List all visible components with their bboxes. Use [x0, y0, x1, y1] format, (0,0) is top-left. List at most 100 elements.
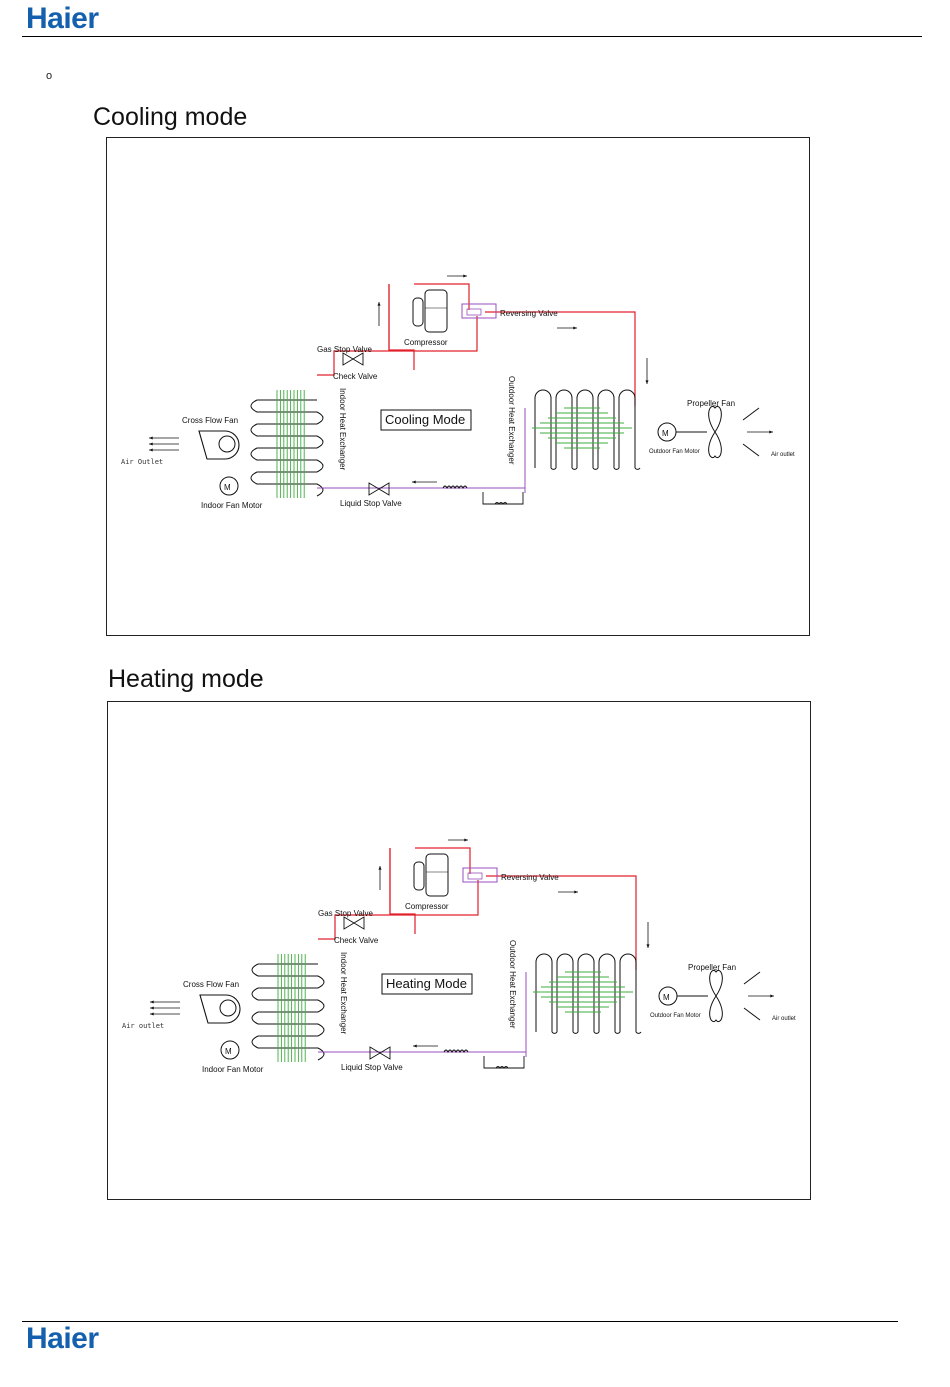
- outdoor-coil-loop: [597, 389, 615, 468]
- mode-box: [381, 973, 473, 995]
- bypass-coil: [494, 502, 508, 505]
- reversing-valve-label: Reversing Valve: [500, 309, 558, 318]
- bullet-mark: o: [46, 70, 53, 82]
- outdoor-coil-joint: [572, 1031, 579, 1034]
- outdoor-coil-joint: [613, 467, 620, 470]
- indoor-hx-label: Indoor Heat Exchanger: [339, 952, 348, 1035]
- outdoor-coil-loop: [555, 389, 573, 468]
- top-pipe: [415, 847, 471, 874]
- outdoor-hx-label: Outdoor Heat Exchanger: [507, 376, 516, 465]
- discharge-pipe: [388, 284, 415, 370]
- outdoor-coil-loop: [556, 953, 574, 1032]
- cooling-heading: Cooling mode: [93, 103, 248, 131]
- air-outlet-left-label: Air Outlet: [121, 458, 163, 466]
- cross-flow-fan-rotor: [218, 435, 236, 453]
- air-outlet-right-label: Air outlet: [771, 452, 795, 458]
- compressor-body: [424, 289, 448, 333]
- air-outlet-left-label: Air outlet: [122, 1022, 164, 1030]
- indoor-fan-motor-label: Indoor Fan Motor: [202, 1065, 264, 1074]
- outdoor-coil-joint: [634, 467, 641, 470]
- gas-pipe: [318, 880, 479, 940]
- liquid-pipe: [318, 1051, 527, 1057]
- outdoor-coil-joint: [593, 1031, 600, 1034]
- outdoor-coil-joint: [551, 1031, 558, 1034]
- liquid-pipe: [317, 487, 526, 493]
- bypass-coil: [495, 1066, 509, 1069]
- liquid-valve-left: [368, 482, 380, 496]
- header-logo: Haier: [26, 2, 99, 35]
- outdoor-fan-motor-glyph: M: [663, 993, 670, 1002]
- check-valve-label: Check Valve: [333, 372, 378, 381]
- air-arrow-1-head: [150, 1000, 154, 1004]
- mode-label: Cooling Mode: [385, 412, 465, 427]
- compressor-body: [425, 853, 449, 897]
- gas-valve-right: [353, 916, 365, 930]
- air-flow-curve-top: [742, 407, 760, 421]
- air-flow-curve-bottom: [742, 443, 760, 457]
- compressor-label: Compressor: [405, 902, 449, 911]
- bypass-loop: [482, 492, 524, 505]
- air-outlet-right-label: Air outlet: [772, 1016, 796, 1022]
- liquid-valve-right: [378, 482, 390, 496]
- capillary-coil: [442, 485, 468, 490]
- flow-arrow-left-head: [377, 302, 381, 306]
- accumulator: [413, 861, 425, 891]
- air-arrow-1-head: [149, 436, 153, 440]
- cross-flow-fan-housing: [199, 994, 241, 1024]
- cross-flow-fan-rotor: [219, 999, 237, 1017]
- header-rule: [22, 36, 922, 37]
- air-arrow-right-head: [769, 430, 773, 434]
- indoor-fan-motor-glyph: M: [224, 483, 231, 492]
- outdoor-fan-motor-label: Outdoor Fan Motor: [649, 449, 700, 455]
- outdoor-coil-joint: [614, 1031, 621, 1034]
- capillary-coil: [443, 1049, 469, 1054]
- reversing-valve-box: [462, 867, 498, 883]
- air-arrow-3-head: [149, 448, 153, 452]
- liquid-stop-valve-label: Liquid Stop Valve: [341, 1063, 403, 1072]
- outdoor-coil-loop: [534, 389, 552, 468]
- reversing-valve-core: [466, 308, 482, 316]
- outdoor-coil-loop: [598, 953, 616, 1032]
- gas-stop-valve-label: Gas Stop Valve: [317, 345, 373, 354]
- discharge-pipe: [389, 848, 416, 934]
- top-pipe: [414, 283, 470, 310]
- air-flow-curve-bottom: [743, 1007, 761, 1021]
- footer-rule: [22, 1321, 898, 1322]
- gas-valve-right: [352, 352, 364, 366]
- flow-arrow-liquid-head: [413, 1044, 417, 1048]
- flow-arrow-top-head: [463, 274, 467, 278]
- outdoor-coil-joint: [592, 467, 599, 470]
- propeller-blade-bottom: [709, 995, 723, 1022]
- liquid-valve-left: [369, 1046, 381, 1060]
- outdoor-hx-label: Outdoor Heat Exchanger: [508, 940, 517, 1029]
- indoor-fan-motor: [220, 1040, 240, 1060]
- indoor-fan-motor: [219, 476, 239, 496]
- propeller-blade-top: [708, 406, 722, 433]
- mode-label: Heating Mode: [386, 976, 467, 991]
- flow-arrow-outdoor-head: [574, 890, 578, 894]
- air-arrow-2-head: [149, 442, 153, 446]
- outdoor-pipe: [485, 311, 636, 406]
- indoor-fan-motor-glyph: M: [225, 1047, 232, 1056]
- air-arrow-right-head: [770, 994, 774, 998]
- flow-arrow-down-head: [645, 380, 649, 384]
- gas-stop-valve-label: Gas Stop Valve: [318, 909, 374, 918]
- outdoor-coil-loop: [535, 953, 553, 1032]
- outdoor-coil-joint: [550, 467, 557, 470]
- gas-pipe: [317, 316, 478, 376]
- outdoor-coil-loop: [618, 389, 636, 468]
- propeller-fan-label: Propeller Fan: [687, 399, 735, 408]
- air-flow-curve-top: [743, 971, 761, 985]
- flow-arrow-outdoor-head: [573, 326, 577, 330]
- outdoor-coil-joint: [635, 1031, 642, 1034]
- propeller-blade-bottom: [708, 431, 722, 458]
- check-valve-label: Check Valve: [334, 936, 379, 945]
- outdoor-coil-joint: [571, 467, 578, 470]
- outdoor-coil-loop: [576, 389, 594, 468]
- indoor-fan-motor-label: Indoor Fan Motor: [201, 501, 263, 510]
- outdoor-pipe: [486, 875, 637, 970]
- bypass-loop: [483, 1056, 525, 1069]
